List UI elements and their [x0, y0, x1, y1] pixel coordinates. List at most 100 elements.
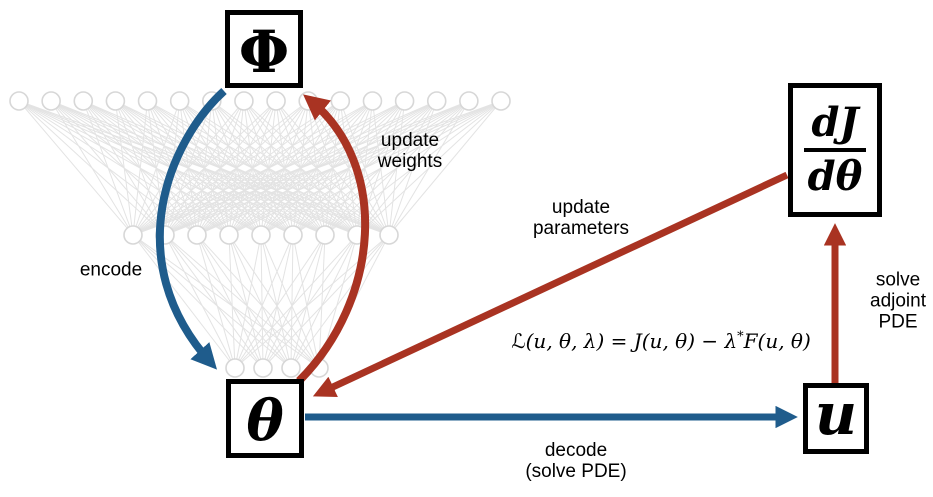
u-box: u	[803, 383, 869, 454]
network-link	[196, 234, 292, 369]
network-link	[132, 100, 405, 236]
network-link	[290, 234, 326, 369]
network-node	[283, 225, 303, 245]
network-link	[292, 234, 320, 369]
network-link	[132, 100, 277, 236]
theta-label: θ	[246, 387, 284, 454]
network-link	[164, 234, 292, 369]
network-link	[132, 234, 264, 369]
phi-box: Φ	[225, 10, 303, 88]
encode-label: encode	[79, 259, 143, 281]
network-link	[234, 234, 294, 369]
network-link	[132, 100, 470, 236]
network-node	[394, 91, 415, 111]
network-node	[315, 225, 335, 245]
network-link	[234, 234, 326, 369]
network-node	[225, 358, 245, 378]
network-node	[251, 225, 271, 245]
network-link	[262, 234, 390, 369]
network-link	[228, 100, 502, 236]
network-link	[196, 100, 502, 236]
network-link	[132, 234, 236, 369]
network-node	[105, 91, 126, 111]
network-link	[164, 234, 264, 369]
neural-network-graphic	[9, 91, 511, 378]
network-link	[196, 234, 236, 369]
network-link	[318, 234, 326, 369]
equation-lhs: ℒ(u, θ, λ) = J(u, θ) − λ	[511, 329, 738, 353]
equation-rhs: F(u, θ)	[743, 329, 811, 353]
network-node	[234, 91, 254, 111]
network-link	[132, 100, 437, 236]
network-link	[262, 234, 358, 369]
lagrangian-equation: ℒ(u, θ, λ) = J(u, θ) − λ*F(u, θ)	[511, 329, 811, 353]
network-link	[50, 100, 134, 236]
network-node	[219, 225, 239, 245]
network-node	[330, 91, 351, 111]
network-node	[169, 91, 190, 111]
network-link	[260, 234, 264, 369]
network-link	[132, 100, 149, 236]
network-node	[253, 358, 273, 378]
decode-label: decode (solve PDE)	[525, 440, 627, 482]
update-weights-label: update weights	[377, 130, 443, 172]
network-link	[260, 234, 292, 369]
network-node	[9, 91, 29, 111]
network-link	[290, 234, 294, 369]
network-link	[164, 100, 502, 236]
network-link	[234, 234, 262, 369]
fraction-numerator: dJ	[811, 99, 859, 146]
network-link	[234, 234, 358, 369]
network-link	[228, 234, 236, 369]
network-link	[292, 100, 502, 236]
update-parameters-label: update parameters	[532, 197, 630, 239]
solve-adjoint-pde-label: solve adjoint PDE	[870, 269, 926, 333]
network-link	[196, 234, 264, 369]
phi-label: Φ	[238, 18, 290, 86]
network-link	[132, 100, 341, 236]
network-link	[132, 100, 502, 236]
network-link	[228, 234, 292, 369]
network-link	[196, 234, 320, 369]
network-link	[260, 100, 502, 236]
fraction-bar	[804, 148, 866, 152]
network-node	[137, 91, 158, 111]
network-link	[164, 234, 236, 369]
theta-box: θ	[226, 379, 304, 458]
network-node	[426, 91, 447, 111]
update-parameters-arrow	[312, 171, 789, 397]
network-link	[82, 100, 134, 236]
arrow-layer	[155, 88, 847, 429]
network-link	[132, 100, 181, 236]
network-node	[187, 225, 207, 245]
network-node	[281, 358, 301, 378]
network-link	[388, 100, 502, 236]
network-link	[262, 234, 326, 369]
network-node	[123, 225, 143, 245]
djdtheta-fraction: dJ dθ	[804, 102, 866, 198]
network-link	[114, 100, 134, 236]
network-link	[228, 234, 264, 369]
network-link	[262, 234, 294, 369]
network-link	[18, 100, 134, 236]
network-link	[324, 100, 502, 236]
network-node	[459, 91, 479, 111]
equation-superscript: *	[737, 329, 744, 345]
network-node	[362, 91, 383, 111]
network-link	[228, 234, 320, 369]
network-link	[132, 100, 245, 236]
network-node	[73, 91, 94, 111]
network-node	[266, 91, 286, 111]
network-link	[290, 234, 358, 369]
u-label: u	[814, 379, 858, 448]
gradient-box: dJ dθ	[788, 83, 882, 217]
network-link	[290, 234, 390, 369]
update-weights-arrow	[296, 94, 370, 384]
network-link	[164, 234, 320, 369]
encode-arrow	[155, 88, 227, 370]
fraction-denominator: dθ	[807, 153, 863, 200]
network-link	[260, 234, 320, 369]
network-node	[41, 91, 61, 111]
